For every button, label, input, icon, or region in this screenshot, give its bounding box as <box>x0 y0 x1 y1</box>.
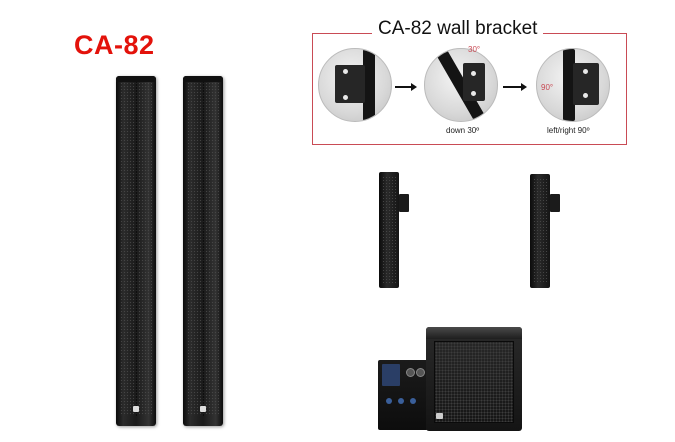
column-speaker-right <box>183 76 223 426</box>
bolt-icon <box>583 93 588 98</box>
column-speaker-left <box>116 76 156 426</box>
bracket-detail-tilt <box>424 48 498 122</box>
bolt-icon <box>471 91 476 96</box>
subwoofer-top <box>426 327 522 339</box>
caption-side: left/right 90º <box>547 126 590 135</box>
arrow-right-icon <box>503 83 527 91</box>
brand-logo-icon <box>133 406 139 412</box>
arrow-right-icon <box>395 83 417 91</box>
bracket-pole <box>563 49 575 121</box>
brand-logo-icon <box>436 413 443 419</box>
bracket-detail-swivel <box>536 48 610 122</box>
bracket-plate <box>463 63 485 101</box>
model-title: CA-82 <box>74 30 155 60</box>
subwoofer-amp-panel <box>378 360 428 430</box>
knob-icon <box>416 368 425 377</box>
jack-icon <box>386 398 392 404</box>
speaker-grille <box>533 178 547 284</box>
bracket-detail-mount <box>318 48 392 122</box>
bolt-icon <box>343 69 348 74</box>
jack-icon <box>398 398 404 404</box>
angle-label-side: 90° <box>541 83 554 92</box>
bracket-heading: CA-82 wall bracket <box>372 18 544 40</box>
knob-icon <box>406 368 415 377</box>
speaker-cap <box>116 76 156 82</box>
angle-label-down: 30° <box>468 45 481 54</box>
speaker-seam <box>203 82 204 416</box>
subwoofer <box>426 327 522 431</box>
caption-down: down 30º <box>446 126 480 135</box>
wall-bracket-left <box>399 194 409 212</box>
jack-icon <box>410 398 416 404</box>
bolt-icon <box>583 69 588 74</box>
bolt-icon <box>471 71 476 76</box>
mounted-speaker-right <box>530 174 550 288</box>
bracket-plate <box>335 65 365 103</box>
speaker-seam <box>136 82 137 416</box>
speaker-grille <box>382 176 396 284</box>
brand-logo-icon <box>200 406 206 412</box>
speaker-cap <box>183 76 223 82</box>
wall-bracket-right <box>550 194 560 212</box>
amp-display <box>382 364 400 386</box>
speaker-grille <box>434 341 514 423</box>
bracket-pole <box>363 49 375 121</box>
bolt-icon <box>343 95 348 100</box>
mounted-speaker-left <box>379 172 399 288</box>
